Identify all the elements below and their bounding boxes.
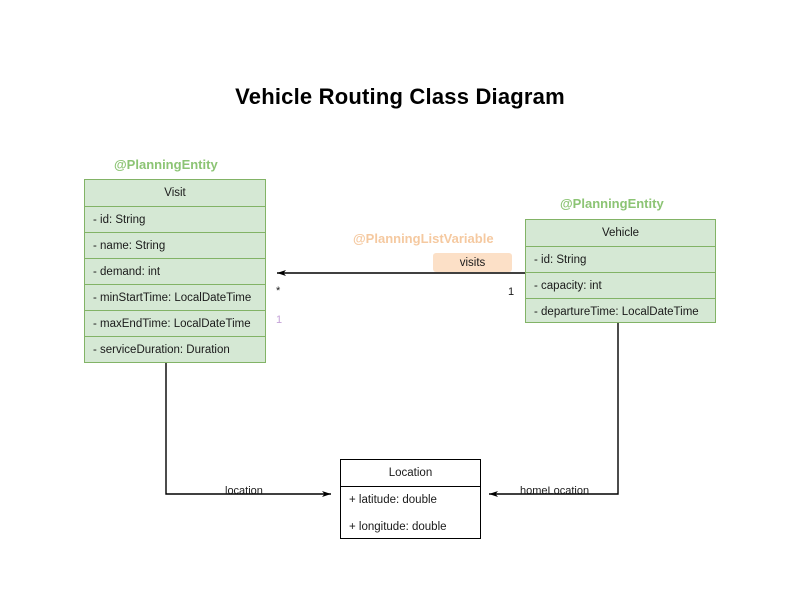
attribute-row: + longitude: double — [349, 520, 447, 533]
attribute-row: - minStartTime: LocalDateTime — [85, 284, 265, 310]
class-name-visit: Visit — [164, 187, 186, 199]
attribute-row: - name: String — [85, 232, 265, 258]
multiplicity-visit-one: 1 — [276, 314, 283, 326]
edge-label-homelocation: homeLocation — [520, 485, 590, 497]
attribute-row: - serviceDuration: Duration — [85, 336, 265, 362]
attribute-row: - maxEndTime: LocalDateTime — [85, 310, 265, 336]
stereotype-planning-list-variable: @PlanningListVariable — [353, 231, 494, 246]
class-name-location: Location — [388, 467, 433, 479]
edge-label-visits: visits — [433, 253, 512, 272]
attribute-row: + latitude: double — [341, 486, 480, 513]
stereotype-visit: @PlanningEntity — [114, 157, 218, 172]
edge-vehicle-homelocation — [489, 322, 619, 498]
multiplicity-vehicle-one: 1 — [508, 286, 515, 298]
stereotype-vehicle: @PlanningEntity — [560, 196, 664, 211]
attribute-row: - departureTime: LocalDateTime — [526, 298, 715, 324]
edge-visit-location — [165, 362, 331, 497]
attribute-row: - id: String — [526, 246, 715, 272]
page-title: Vehicle Routing Class Diagram — [235, 84, 565, 109]
attribute-row: - demand: int — [85, 258, 265, 284]
multiplicity-visit-star: * — [276, 285, 281, 297]
class-name-vehicle: Vehicle — [601, 227, 640, 239]
class-box-location[interactable]: Location + latitude: double + longitude:… — [340, 459, 481, 539]
class-box-vehicle[interactable]: Vehicle - id: String - capacity: int - d… — [525, 219, 716, 323]
attribute-row: - id: String — [85, 206, 265, 232]
edge-label-location: location — [225, 485, 263, 497]
attribute-row: - capacity: int — [526, 272, 715, 298]
class-box-visit[interactable]: Visit - id: String - name: String - dema… — [84, 179, 266, 363]
